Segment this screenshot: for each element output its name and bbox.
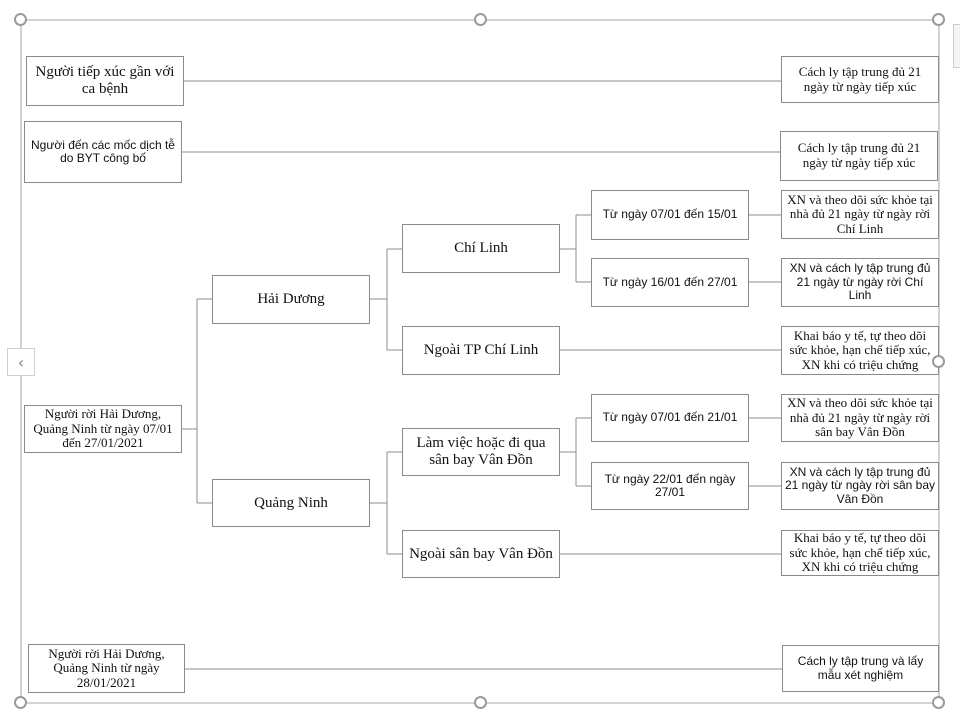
chevron-left-icon: ‹ (17, 352, 25, 372)
node-chi-linh-period-2[interactable]: Từ ngày 16/01 đến 27/01 (591, 258, 749, 307)
node-van-don-period-1[interactable]: Từ ngày 07/01 đến 21/01 (591, 394, 749, 442)
node-van-don-action-2[interactable]: XN và cách ly tập trung đủ 21 ngày từ ng… (781, 462, 939, 510)
resize-handle-top-left[interactable] (14, 13, 27, 26)
node-van-don-action-1[interactable]: XN và theo dõi sức khỏe tại nhà đủ 21 ng… (781, 394, 939, 442)
node-van-don-period-2[interactable]: Từ ngày 22/01 đến ngày 27/01 (591, 462, 749, 510)
layout-options-button[interactable] (953, 24, 960, 68)
node-chi-linh[interactable]: Chí Linh (402, 224, 560, 273)
node-byt-sites[interactable]: Người đến các mốc dịch tễ do BYT công bố (24, 121, 182, 183)
node-close-contact-action[interactable]: Cách ly tập trung đủ 21 ngày từ ngày tiế… (781, 56, 939, 103)
node-left-after-action[interactable]: Cách ly tập trung và lấy mẫu xét nghiệm (782, 645, 939, 692)
resize-handle-bottom-center[interactable] (474, 696, 487, 709)
node-outside-van-don[interactable]: Ngoài sân bay Vân Đồn (402, 530, 560, 578)
text-pane-toggle-button[interactable]: ‹ (7, 348, 35, 376)
node-chi-linh-action-1[interactable]: XN và theo dõi sức khỏe tại nhà đủ 21 ng… (781, 190, 939, 239)
resize-handle-top-center[interactable] (474, 13, 487, 26)
node-close-contact[interactable]: Người tiếp xúc gần với ca bệnh (26, 56, 184, 106)
node-left-before[interactable]: Người rời Hải Dương, Quảng Ninh từ ngày … (24, 405, 182, 453)
resize-handle-top-right[interactable] (932, 13, 945, 26)
node-van-don-airport[interactable]: Làm việc hoặc đi qua sân bay Vân Đồn (402, 428, 560, 476)
node-hai-duong[interactable]: Hải Dương (212, 275, 370, 324)
node-outside-chi-linh-action[interactable]: Khai báo y tế, tự theo dõi sức khỏe, hạn… (781, 326, 939, 375)
node-left-after[interactable]: Người rời Hải Dương, Quảng Ninh từ ngày … (28, 644, 185, 693)
node-quang-ninh[interactable]: Quảng Ninh (212, 479, 370, 527)
resize-handle-bottom-right[interactable] (932, 696, 945, 709)
resize-handle-bottom-left[interactable] (14, 696, 27, 709)
node-byt-sites-action[interactable]: Cách ly tập trung đủ 21 ngày từ ngày tiế… (780, 131, 938, 181)
node-chi-linh-action-2[interactable]: XN và cách ly tập trung đủ 21 ngày từ ng… (781, 258, 939, 307)
node-outside-chi-linh[interactable]: Ngoài TP Chí Linh (402, 326, 560, 375)
node-outside-van-don-action[interactable]: Khai báo y tế, tự theo dõi sức khỏe, hạn… (781, 530, 939, 576)
resize-handle-middle-right[interactable] (932, 355, 945, 368)
node-chi-linh-period-1[interactable]: Từ ngày 07/01 đến 15/01 (591, 190, 749, 240)
